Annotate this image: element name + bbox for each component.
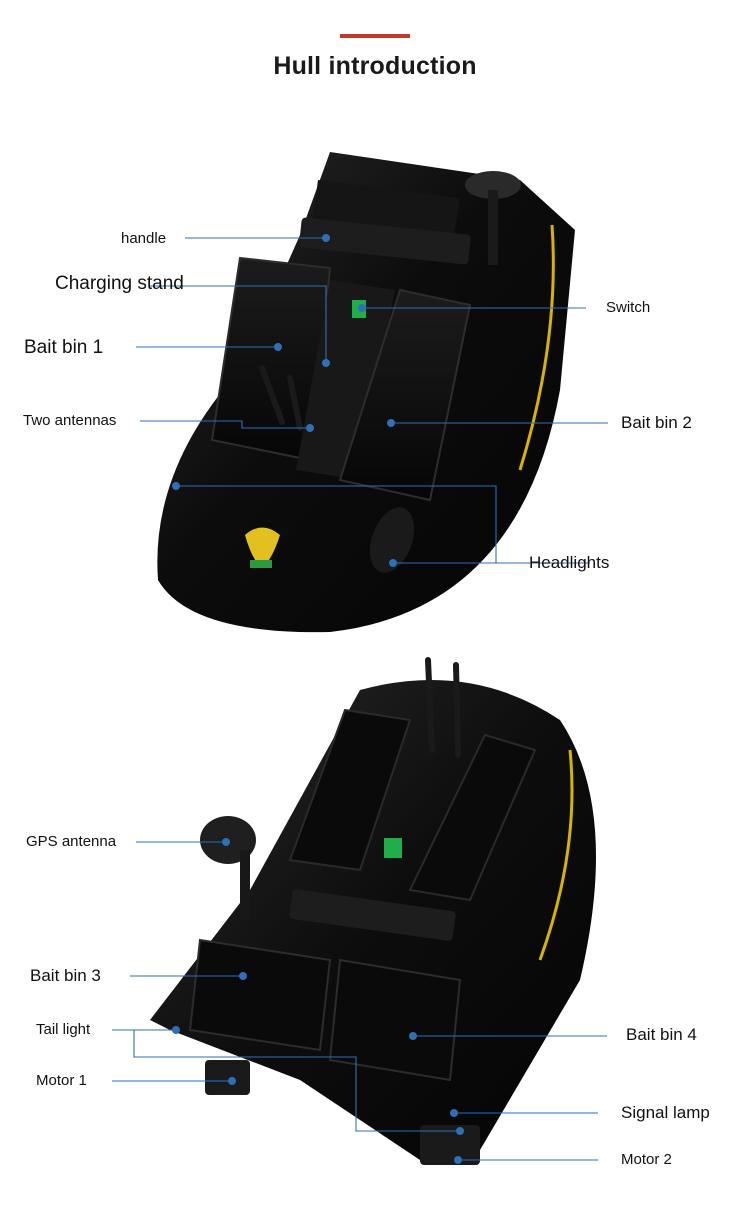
label-bait-bin-2: Bait bin 2 <box>621 413 692 432</box>
page-title: Hull introduction <box>273 52 477 80</box>
boat-top-illustration <box>157 152 576 633</box>
label-handle: handle <box>121 230 167 247</box>
gps-pole <box>240 850 250 920</box>
antenna-1 <box>425 657 435 753</box>
label-headlights: Headlights <box>529 553 610 572</box>
handle-bar-rear <box>289 889 456 941</box>
antenna-left <box>259 365 285 425</box>
label-gps-antenna: GPS antenna <box>26 833 117 850</box>
front-bin-right <box>408 733 537 902</box>
label-signal-lamp: Signal lamp <box>621 1103 710 1122</box>
motor-1-shape <box>205 1060 250 1095</box>
gps-stem <box>488 190 498 265</box>
boat-rear-view-image <box>0 650 750 1220</box>
front-bin-left <box>288 708 412 872</box>
label-motor-2: Motor 2 <box>621 1151 672 1168</box>
antenna-right <box>287 375 303 431</box>
handle-bar <box>299 217 471 265</box>
bait-bin-4-shape <box>328 958 462 1082</box>
hull-stripe <box>518 224 555 471</box>
hull-stripe-rear <box>538 749 574 961</box>
antenna-2 <box>453 662 461 758</box>
label-two-antennas: Two antennas <box>23 412 117 429</box>
bait-bin-3-shape <box>188 938 332 1052</box>
label-tail-light: Tail light <box>36 1021 91 1038</box>
logo-base <box>250 560 272 568</box>
gps-puck-top <box>465 171 521 199</box>
switch-shape-rear <box>384 838 402 858</box>
label-motor-1: Motor 1 <box>36 1072 87 1089</box>
motor-2-shape <box>420 1125 480 1165</box>
boat-top-view-image <box>0 140 750 640</box>
label-bait-bin-3: Bait bin 3 <box>30 966 101 985</box>
switch-shape <box>352 300 366 318</box>
label-switch: Switch <box>606 299 651 316</box>
label-charging-stand: Charging stand <box>55 273 184 294</box>
title-accent-bar <box>340 34 410 38</box>
label-bait-bin-4: Bait bin 4 <box>626 1025 697 1044</box>
label-bait-bin-1: Bait bin 1 <box>24 337 104 358</box>
boat-bottom-illustration <box>150 657 596 1165</box>
center-spine <box>296 280 395 480</box>
